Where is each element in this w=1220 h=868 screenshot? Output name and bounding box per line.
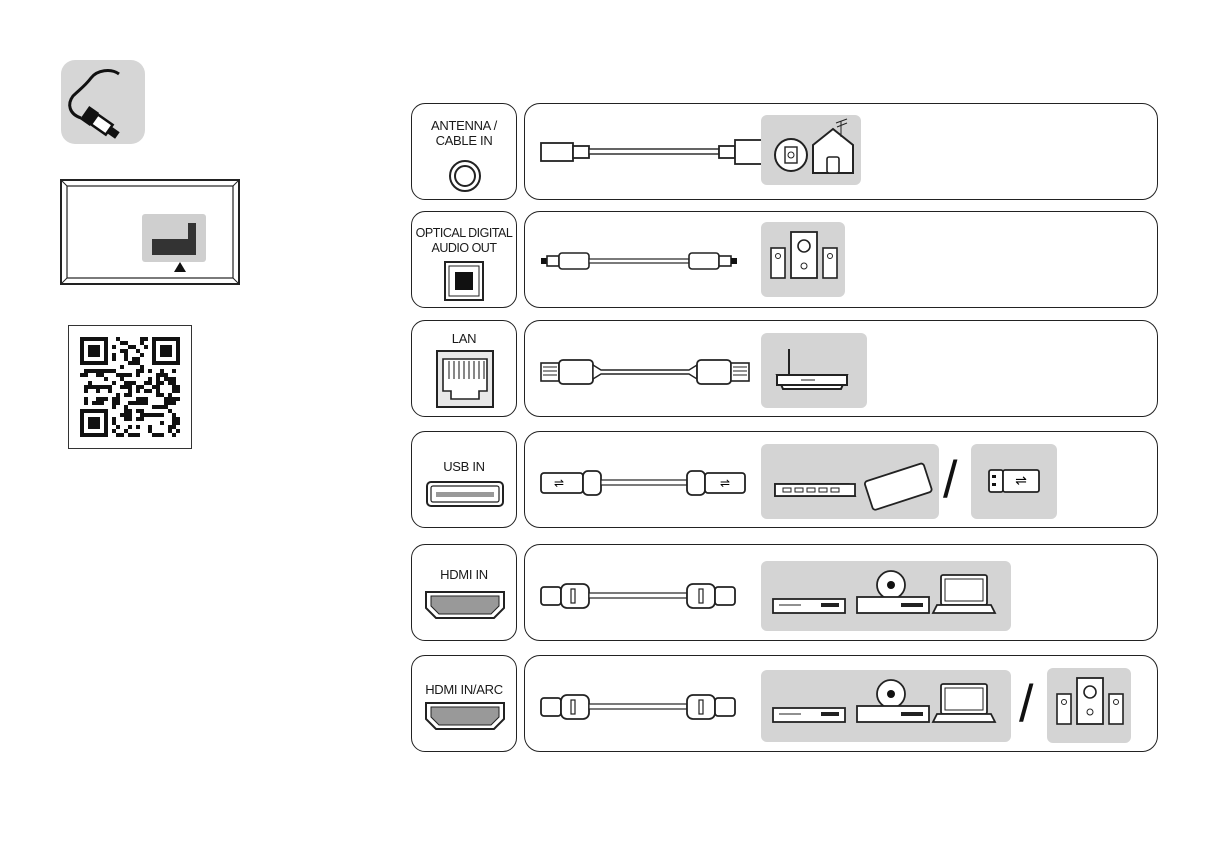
svg-text:⇌: ⇌ bbox=[720, 476, 730, 490]
av-devices-icon bbox=[761, 561, 1011, 633]
connection-panel: ⇌⇌⇌/ bbox=[524, 431, 1158, 528]
connection-panel bbox=[524, 544, 1158, 641]
router-panel bbox=[761, 333, 867, 408]
optical-cable-icon bbox=[541, 252, 747, 272]
usb-stick-icon: ⇌ bbox=[971, 444, 1055, 516]
port-label: HDMI IN/ARC bbox=[412, 682, 516, 697]
port-label: OPTICAL DIGITAL AUDIO OUT bbox=[412, 226, 516, 256]
connection-panel: / bbox=[524, 655, 1158, 752]
router-icon bbox=[761, 333, 865, 405]
alternative-separator: / bbox=[1019, 678, 1033, 730]
av-devices-panel bbox=[761, 561, 1011, 631]
port-label: ANTENNA / CABLE IN bbox=[412, 118, 516, 148]
hdmi-cable-icon bbox=[541, 583, 747, 609]
tv-outline-icon bbox=[60, 179, 240, 285]
antenna-house-icon bbox=[761, 115, 861, 183]
speaker-panel bbox=[761, 222, 845, 297]
port-label: LAN bbox=[412, 331, 516, 346]
speaker-system-icon bbox=[1047, 668, 1131, 732]
connection-panel bbox=[524, 320, 1158, 417]
speaker-panel bbox=[1047, 668, 1131, 743]
port-label: USB IN bbox=[412, 459, 516, 474]
coax-cable-icon bbox=[541, 138, 761, 168]
hard-drive-hub-icon bbox=[761, 444, 939, 516]
antenna-house-panel bbox=[761, 115, 861, 185]
cable-plug-icon bbox=[61, 60, 145, 144]
port-box: USB IN bbox=[411, 431, 517, 528]
connection-panel bbox=[524, 103, 1158, 200]
qr-code bbox=[68, 325, 192, 449]
storage-panel bbox=[761, 444, 939, 519]
av-devices-panel bbox=[761, 670, 1011, 742]
usb-cable-icon: ⇌⇌ bbox=[541, 470, 747, 496]
cable-badge bbox=[61, 60, 145, 144]
port-label: HDMI IN bbox=[412, 567, 516, 582]
port-box: ANTENNA / CABLE IN bbox=[411, 103, 517, 200]
port-box: HDMI IN/ARC bbox=[411, 655, 517, 752]
ethernet-cable-icon bbox=[541, 359, 747, 387]
av-devices-icon bbox=[761, 670, 1011, 742]
port-box: HDMI IN bbox=[411, 544, 517, 641]
connection-panel bbox=[524, 211, 1158, 308]
alternative-separator: / bbox=[943, 454, 957, 506]
tv-rear-diagram bbox=[60, 179, 240, 285]
svg-text:⇌: ⇌ bbox=[554, 476, 564, 490]
speaker-system-icon bbox=[761, 222, 845, 286]
port-box: OPTICAL DIGITAL AUDIO OUT bbox=[411, 211, 517, 308]
svg-text:⇌: ⇌ bbox=[1015, 473, 1027, 489]
port-box: LAN bbox=[411, 320, 517, 417]
usb-stick-panel: ⇌ bbox=[971, 444, 1057, 519]
qr-pattern-icon bbox=[80, 337, 180, 437]
hdmi-cable-icon bbox=[541, 694, 747, 720]
